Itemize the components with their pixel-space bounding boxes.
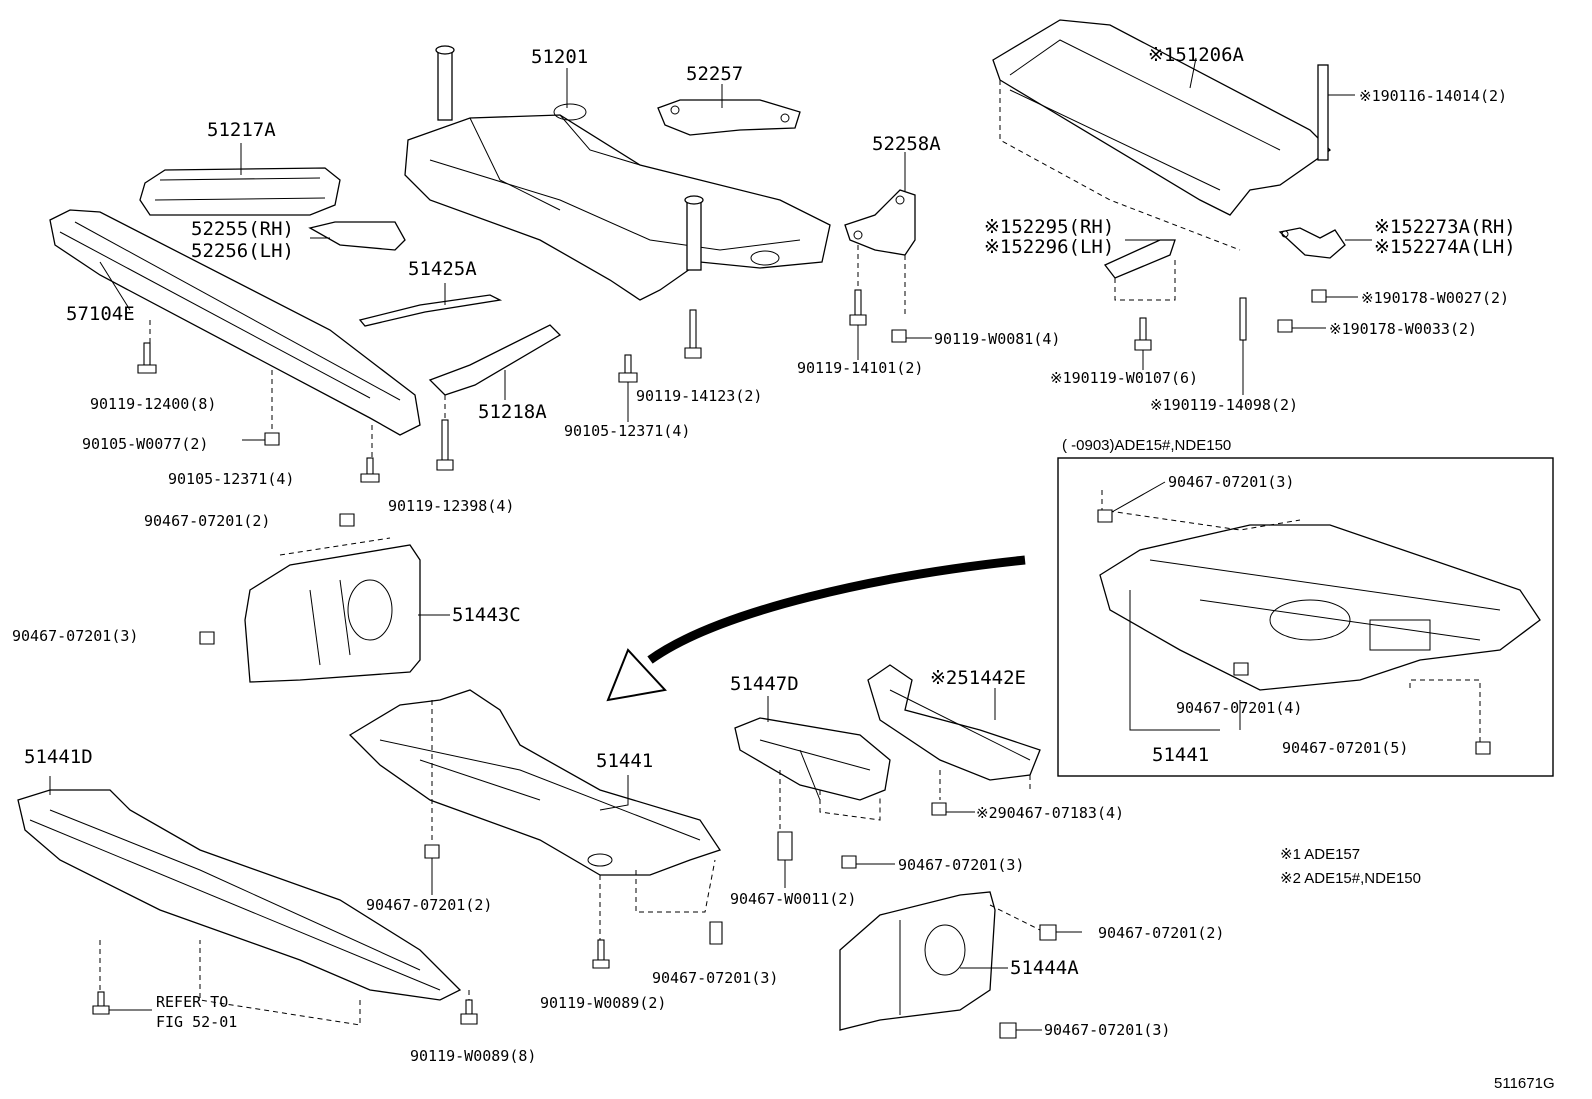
label-inset-90467-5: 90467-07201(5) [1282,739,1409,757]
bolt-group [137,289,1358,483]
label-52258A: 52258A [872,133,941,155]
rear-member-151206A [992,19,1355,251]
note-2: ※2 ADE15#,NDE150 [1280,870,1421,887]
shield-51442E [867,664,1041,816]
inset-cover-51441 [1097,481,1541,755]
bracket-52257 [657,84,801,136]
front-suspension-member-51201 [404,45,831,301]
label-51444A: 51444A [1010,957,1079,979]
bolt-90105-12371 [360,457,380,483]
label-152273A-rh: ※152273A(RH) [1374,216,1516,238]
label-90467-07201-3b: 90467-07201(3) [898,856,1025,874]
label-51201: 51201 [531,46,589,68]
reinforcement-57104E [49,209,421,470]
splash-shield-51444A [839,891,1082,1039]
nut-190178-w0033 [1277,319,1326,333]
label-90105-12371-b: 90105-12371(4) [168,470,295,488]
refer-to-text: REFER TO [156,993,229,1011]
label-90467-07201-2a: 90467-07201(2) [144,512,271,530]
label-290467-07183: ※290467-07183(4) [976,804,1125,822]
engine-under-cover-51441 [348,689,723,969]
bolt-190119-w0107 [1134,317,1152,370]
label-90467-07201-2c: 90467-07201(2) [1098,924,1225,942]
label-90105-w0077: 90105-W0077(2) [82,435,209,453]
label-57104E: 57104E [66,303,135,325]
bolt-90105-w0077 [242,432,280,446]
plate-52255 [308,221,406,251]
bolt-90119-12398 [436,419,454,471]
label-inset-90467-3: 90467-07201(3) [1168,473,1295,491]
mount-152273A [1278,227,1372,259]
label-152295-rh: ※152295(RH) [984,216,1115,238]
plate-152295 [1103,239,1176,301]
label-52256-lh: 52256(LH) [191,240,294,262]
label-inset-51441: 51441 [1152,744,1210,766]
label-90119-w0081: 90119-W0081(4) [934,330,1061,348]
label-51441D: 51441D [24,746,93,768]
label-90467-w0011: 90467-W0011(2) [730,890,857,908]
label-90119-12398: 90119-12398(4) [388,497,515,515]
bolt-90119-w0081 [891,329,932,343]
label-151206A: ※151206A [1148,44,1244,66]
label-51443C: 51443C [452,604,521,626]
direction-arrowhead [606,648,667,702]
figure-id: 511671G [1494,1075,1555,1092]
label-52255-rh: 52255(RH) [191,218,294,240]
label-190119-w0107: ※190119-W0107(6) [1050,369,1199,387]
bolt-90119-14123 [684,309,702,359]
label-190178-w0027: ※190178-W0027(2) [1361,289,1510,307]
label-90105-12371-a: 90105-12371(4) [564,422,691,440]
label-51218A: 51218A [478,401,547,423]
label-90119-w0089-2: 90119-W0089(2) [540,994,667,1012]
label-190119-14098: ※190119-14098(2) [1150,396,1299,414]
splash-shield-51443C [199,513,450,683]
label-51425A: 51425A [408,258,477,280]
inset-box [1057,457,1554,777]
lower-cover-51441D [17,776,478,1026]
label-90119-14123: 90119-14123(2) [636,387,763,405]
label-152274A-lh: ※152274A(LH) [1374,236,1516,258]
label-52257: 52257 [686,63,744,85]
brace-51218A [428,324,562,420]
label-90119-14101: 90119-14101(2) [797,359,924,377]
note-1: ※1 ADE157 [1280,846,1361,863]
bolt-90119-12400 [137,342,157,374]
brace-51425A [358,283,503,327]
label-90467-07201-3d: 90467-07201(3) [652,969,779,987]
label-190116-14014: ※190116-14014(2) [1359,87,1508,105]
bracket-52258A [844,152,916,315]
label-90467-07201-3a: 90467-07201(3) [12,627,139,645]
direction-arrow [647,555,1026,664]
inset-title: ( -0903)ADE15#,NDE150 [1062,437,1232,454]
label-90467-07201-3c: 90467-07201(3) [1044,1021,1171,1039]
label-251442E: ※251442E [930,667,1026,689]
cover-51447D [734,696,895,888]
label-51217A: 51217A [207,119,276,141]
label-152296-lh: ※152296(LH) [984,236,1115,258]
label-51441: 51441 [596,750,654,772]
refer-fig-text: FIG 52-01 [156,1013,238,1031]
label-90119-12400: 90119-12400(8) [90,395,217,413]
label-inset-90467-4: 90467-07201(4) [1176,699,1303,717]
label-90119-w0089-8: 90119-W0089(8) [410,1047,537,1065]
cover-51217A [139,143,341,216]
bolt-90105-12371-b [618,354,638,422]
bolt-190119-14098 [1239,297,1247,395]
bolt-90119-14101 [849,289,867,360]
label-51447D: 51447D [730,673,799,695]
nut-190178-w0027 [1311,289,1358,303]
label-190178-w0033: ※190178-W0033(2) [1329,320,1478,338]
label-90467-07201-2b: 90467-07201(2) [366,896,493,914]
